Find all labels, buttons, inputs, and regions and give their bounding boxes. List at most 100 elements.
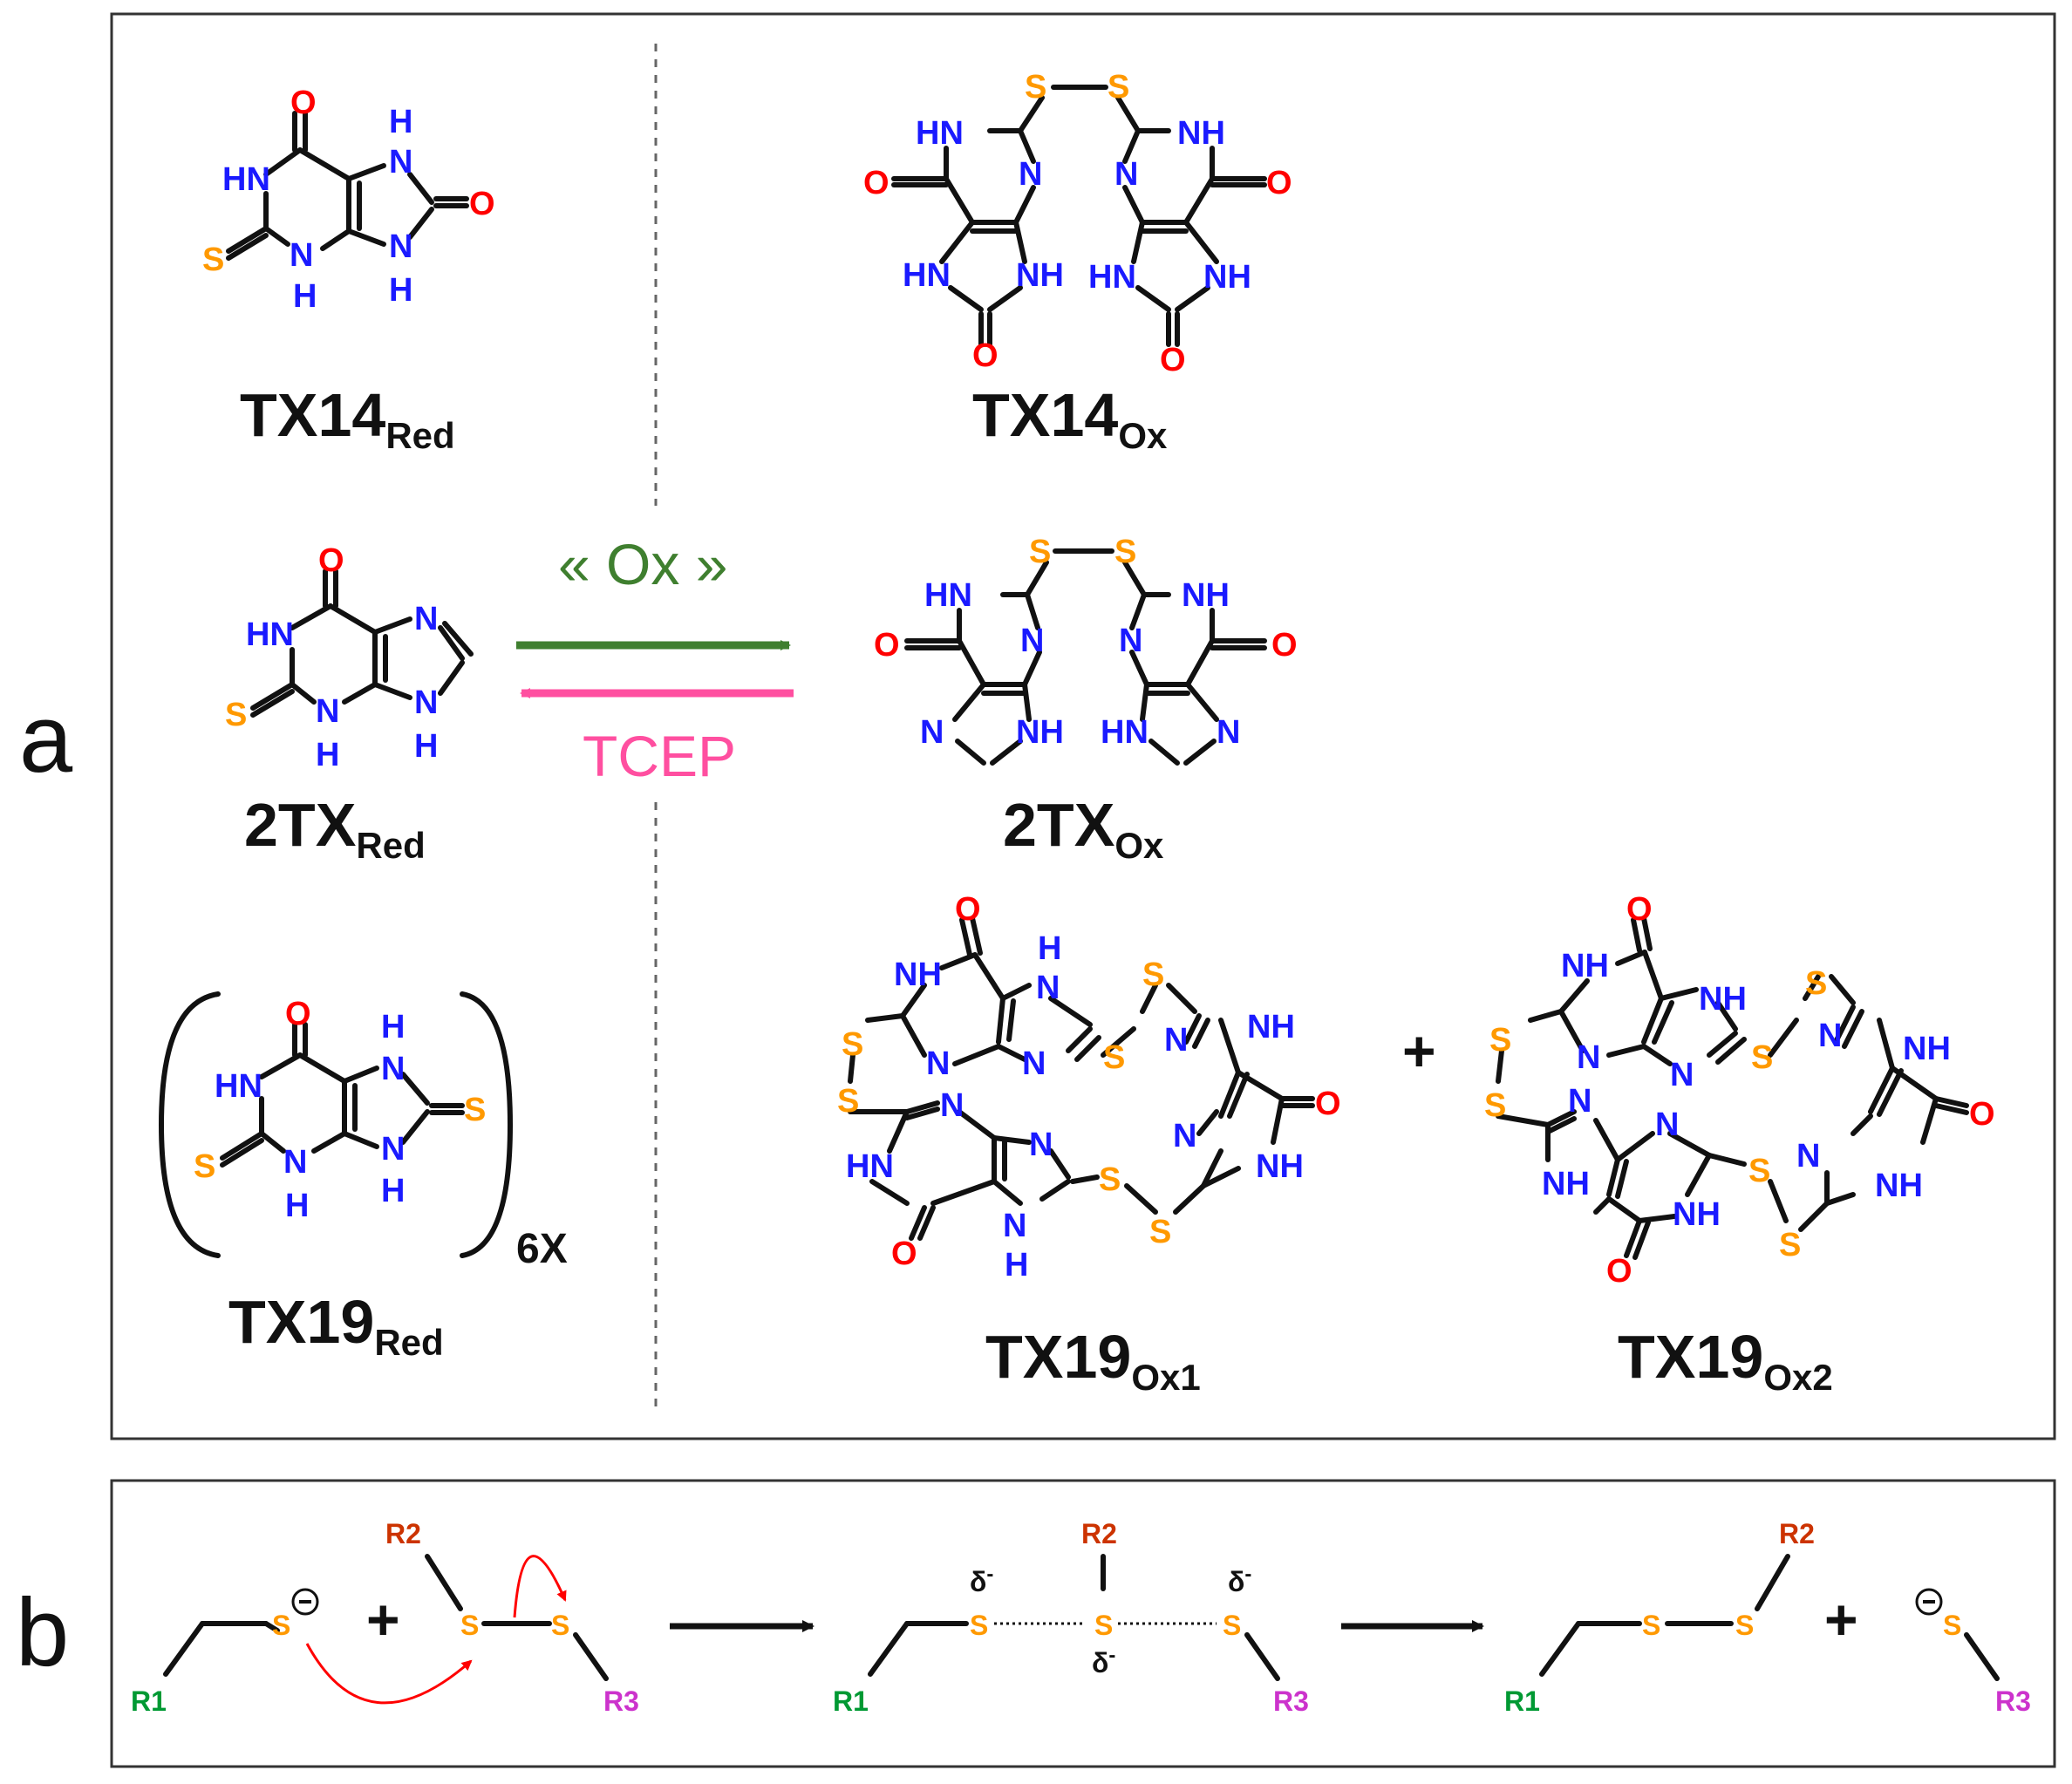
tx19-red-structure: O HN N H S H N N H S [158,991,514,1258]
svg-text:N: N [1217,714,1240,751]
svg-text:N: N [1577,1039,1600,1076]
svg-text:N: N [1029,1127,1053,1163]
svg-text:S: S [460,1610,479,1641]
svg-text:NH: NH [1182,577,1230,614]
svg-text:O: O [1266,165,1292,201]
svg-text:O: O [285,996,311,1032]
reduction-label: TCEP [583,724,736,788]
svg-text:O: O [290,85,317,121]
svg-text:N: N [1818,1018,1842,1054]
svg-text:HN: HN [215,1068,262,1105]
svg-text:N: N [414,601,438,637]
svg-text:S: S [1114,534,1136,570]
svg-text:NH: NH [1247,1009,1295,1045]
svg-text:S: S [272,1610,290,1641]
svg-text:N: N [920,714,944,751]
svg-text:O: O [1626,891,1653,928]
svg-text:S: S [1029,534,1051,570]
svg-text:S: S [970,1610,988,1641]
svg-text:S: S [1489,1022,1511,1059]
svg-text:NH: NH [1256,1148,1304,1185]
mechanism-products: R1 S S R2 + S R3 [1504,1518,2031,1717]
svg-text:N: N [1164,1022,1188,1059]
svg-text:R1: R1 [1504,1685,1540,1717]
svg-text:δ-: δ- [970,1563,993,1597]
svg-text:H: H [285,1188,309,1224]
svg-text:S: S [202,242,224,278]
svg-text:H: H [293,278,317,315]
ox-products-plus: + [1402,1018,1436,1083]
svg-text:N: N [940,1087,964,1124]
panel-a-frame [110,12,2056,1440]
svg-text:S: S [1103,1039,1125,1076]
svg-text:+: + [366,1587,400,1651]
svg-text:NH: NH [1016,257,1064,294]
svg-text:H: H [1005,1247,1028,1284]
tx14-red-label: TX14Red [240,381,455,456]
svg-text:+: + [1824,1587,1858,1651]
svg-text:NH: NH [1542,1166,1590,1202]
tx14-ox-structure: S S HN NH N N O O HN NH HN NH O O [863,69,1292,378]
svg-text:δ-: δ- [1228,1563,1251,1597]
svg-text:S: S [1223,1610,1241,1641]
panel-b-frame [110,1479,2056,1768]
svg-text:N: N [1020,623,1044,659]
svg-text:S: S [1943,1610,1961,1641]
svg-text:O: O [469,186,495,222]
svg-text:NH: NH [1016,714,1064,751]
svg-text:O: O [863,165,889,201]
2tx-ox-label: 2TXOx [1003,791,1164,866]
tx19-ox1-label: TX19Ox1 [985,1323,1201,1398]
svg-text:O: O [955,891,981,928]
svg-text:R2: R2 [1081,1518,1117,1549]
svg-text:HN: HN [903,257,951,294]
svg-text:H: H [389,104,412,140]
svg-text:N: N [1003,1208,1026,1244]
svg-text:HN: HN [222,161,270,198]
svg-text:S: S [837,1083,859,1120]
svg-text:S: S [225,697,247,733]
svg-text:S: S [1099,1161,1121,1198]
tx14-red-structure: O HN N H S H N N H O [202,85,495,315]
2tx-red-structure: O HN N H S N N H [225,542,474,773]
svg-text:H: H [414,728,438,765]
svg-text:O: O [1160,342,1186,378]
2tx-red-label: 2TXRed [244,791,426,866]
svg-text:NH: NH [1177,115,1225,152]
svg-text:S: S [842,1026,863,1063]
svg-text:HN: HN [846,1148,894,1185]
svg-text:S: S [1748,1153,1770,1189]
svg-text:HN: HN [1088,259,1136,296]
svg-text:N: N [381,1131,405,1168]
svg-text:NH: NH [894,957,942,993]
svg-text:S: S [1142,957,1164,993]
svg-text:N: N [1796,1138,1820,1175]
svg-text:R1: R1 [833,1685,869,1717]
svg-text:S: S [1779,1227,1801,1263]
svg-text:NH: NH [1699,981,1747,1018]
svg-text:H: H [316,737,339,773]
svg-text:N: N [1568,1083,1591,1120]
svg-text:NH: NH [1875,1168,1923,1204]
svg-text:S: S [1149,1214,1171,1250]
svg-text:NH: NH [1903,1031,1951,1067]
svg-text:S: S [1094,1610,1113,1641]
svg-text:R2: R2 [385,1518,421,1549]
svg-text:R1: R1 [131,1685,167,1717]
tx19-ox1-structure: O NH H N N N S S S S N N HN O N H S S N … [837,891,1341,1284]
svg-text:N: N [1670,1057,1694,1093]
svg-text:O: O [874,627,900,664]
2tx-ox-structure: S S HN NH N N O O N NH HN N [874,534,1298,766]
tx19-ox2-structure: O NH NH N N S S S S N N NH NH O S S N NH… [1484,891,1995,1290]
tx19-ox2-label: TX19Ox2 [1618,1323,1833,1398]
svg-text:S: S [464,1092,486,1128]
svg-text:H: H [381,1173,405,1209]
svg-text:NH: NH [1203,259,1251,296]
svg-text:O: O [972,337,999,374]
svg-text:N: N [389,228,412,265]
panel-label-b: b [16,1579,69,1686]
svg-text:N: N [1655,1106,1679,1143]
svg-text:R3: R3 [1273,1685,1309,1717]
svg-text:O: O [891,1236,917,1272]
